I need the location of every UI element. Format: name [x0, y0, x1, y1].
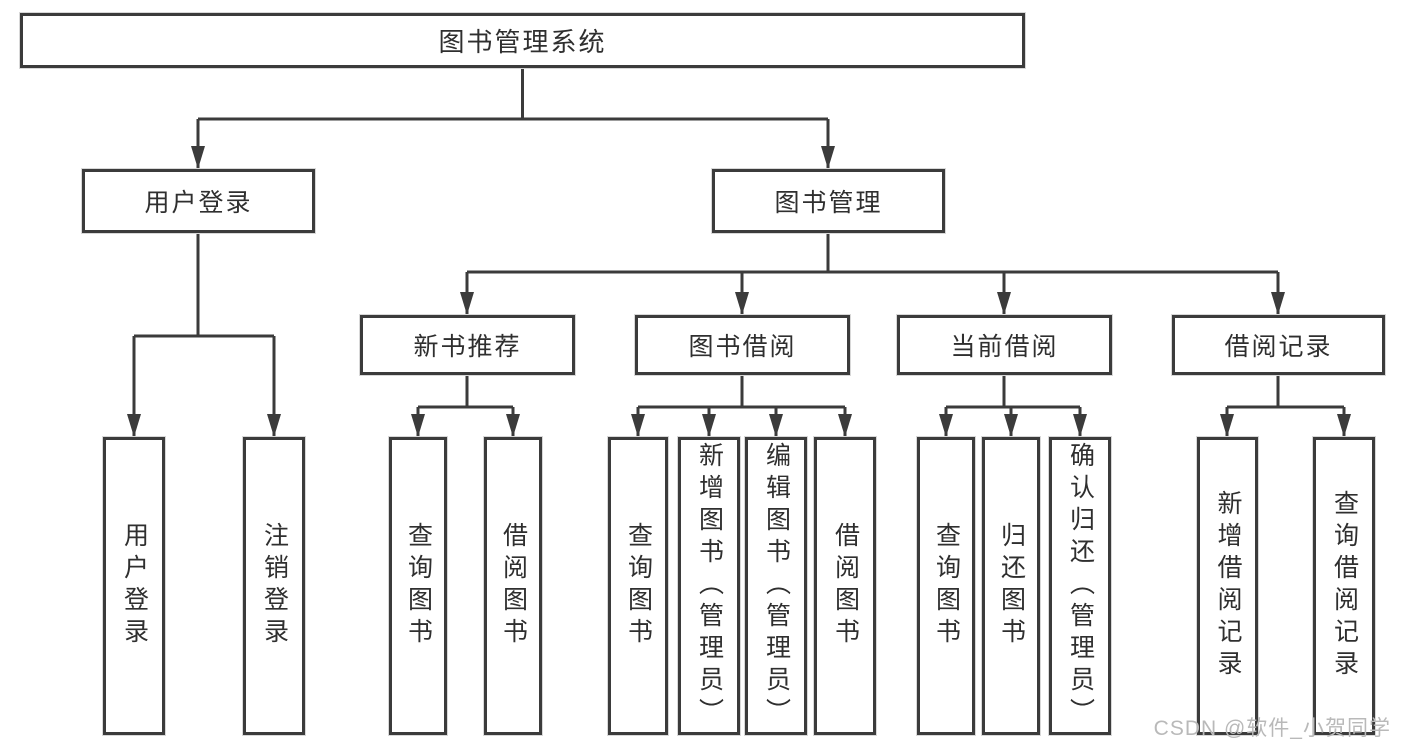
leaf-recommend-query-books-label: 查询图书 [404, 522, 433, 650]
node-user-login: 用户登录 [82, 169, 315, 233]
connector-borrow-records [1227, 375, 1344, 409]
leaf-recommend-query-books: 查询图书 [389, 437, 447, 735]
node-borrow-records-label: 借阅记录 [1224, 333, 1333, 361]
leaf-logout-label: 注销登录 [260, 522, 289, 650]
node-user-login-label: 用户登录 [144, 189, 253, 217]
leaf-current-query-books-label: 查询图书 [932, 522, 961, 650]
leaf-recommend-borrow-books: 借阅图书 [484, 437, 542, 735]
leaf-borrow-edit-books-admin: 编辑图书（管理员） [745, 437, 807, 735]
leaf-borrow-borrow-books: 借阅图书 [814, 437, 876, 735]
connector-new-book-recommend [418, 375, 513, 409]
leaf-records-add-record-label: 新增借阅记录 [1214, 490, 1242, 682]
leaf-logout: 注销登录 [243, 437, 305, 735]
connector-book-borrow [638, 375, 845, 409]
node-book-borrow: 图书借阅 [635, 315, 850, 375]
connector-book-management [467, 233, 1278, 274]
leaf-current-confirm-return-admin: 确认归还（管理员） [1049, 437, 1111, 735]
node-new-book-recommend: 新书推荐 [360, 315, 575, 375]
node-current-borrow: 当前借阅 [897, 315, 1112, 375]
leaf-borrow-borrow-books-label: 借阅图书 [831, 522, 860, 650]
leaf-recommend-borrow-books-label: 借阅图书 [499, 522, 528, 650]
leaf-borrow-query-books-label: 查询图书 [624, 522, 653, 650]
leaf-current-return-books-label: 归还图书 [997, 522, 1026, 650]
leaf-user-login-label: 用户登录 [120, 522, 149, 650]
node-borrow-records: 借阅记录 [1172, 315, 1385, 375]
leaf-records-query-record: 查询借阅记录 [1313, 437, 1375, 735]
connector-current-borrow [946, 375, 1080, 409]
node-current-borrow-label: 当前借阅 [950, 333, 1059, 361]
node-book-management-label: 图书管理 [774, 189, 883, 217]
leaf-borrow-add-books-admin-label: 新增图书（管理员） [695, 442, 724, 730]
leaf-user-login: 用户登录 [103, 437, 165, 735]
node-root-label: 图书管理系统 [438, 27, 607, 57]
leaf-records-add-record: 新增借阅记录 [1197, 437, 1258, 735]
leaf-records-query-record-label: 查询借阅记录 [1330, 490, 1359, 682]
leaf-borrow-query-books: 查询图书 [608, 437, 668, 735]
connector-root [198, 68, 828, 121]
leaf-borrow-edit-books-admin-label: 编辑图书（管理员） [762, 442, 791, 730]
leaf-borrow-add-books-admin: 新增图书（管理员） [678, 437, 740, 735]
node-book-borrow-label: 图书借阅 [688, 333, 797, 361]
leaf-current-query-books: 查询图书 [917, 437, 975, 735]
node-root: 图书管理系统 [20, 13, 1025, 68]
connector-user-login [134, 233, 274, 338]
leaf-current-return-books: 归还图书 [982, 437, 1040, 735]
leaf-current-confirm-return-admin-label: 确认归还（管理员） [1066, 442, 1095, 730]
node-book-management: 图书管理 [712, 169, 945, 233]
node-new-book-recommend-label: 新书推荐 [413, 333, 522, 361]
